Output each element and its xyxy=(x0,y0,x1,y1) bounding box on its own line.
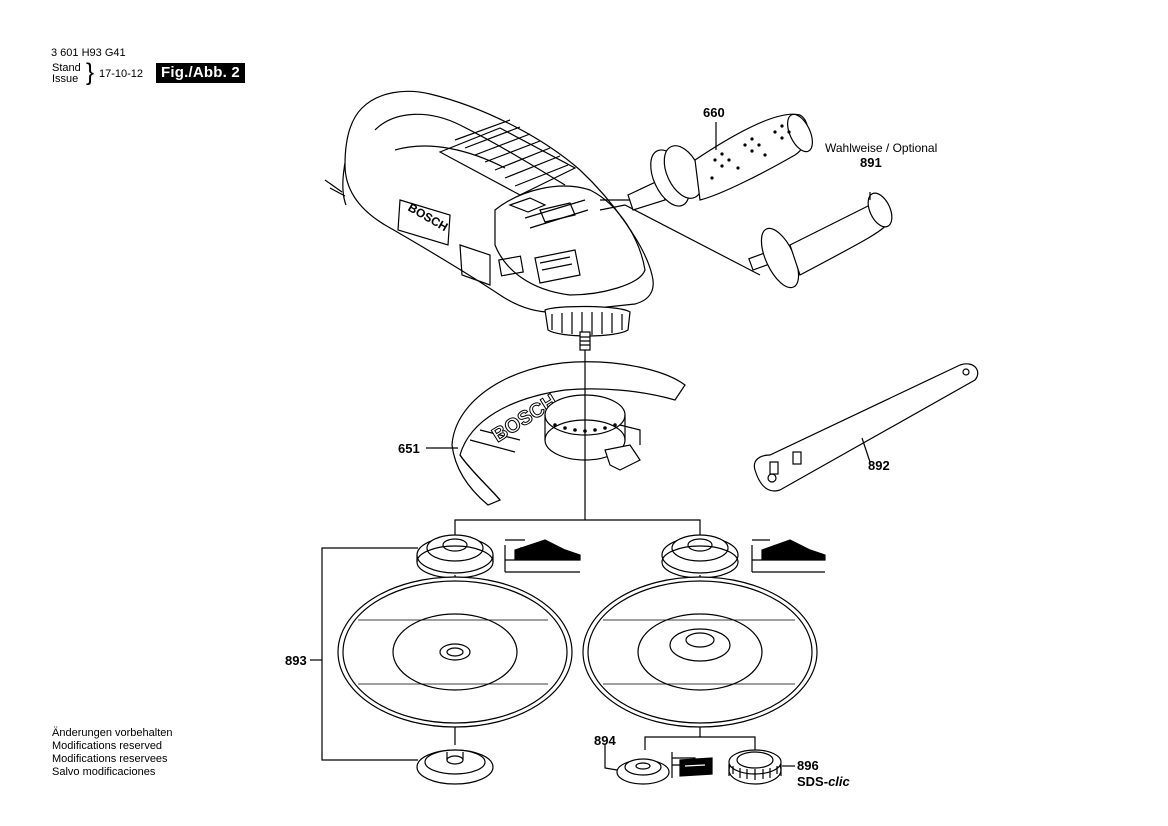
optional-note: Wahlweise / Optional xyxy=(825,141,937,155)
wheel-guard-651: BOSCH xyxy=(451,361,686,506)
leader-line-891 xyxy=(599,204,761,276)
sds-label-prefix: SDS- xyxy=(797,774,828,789)
issue-date: 17-10-12 xyxy=(99,68,144,80)
part-label-651: 651 xyxy=(398,441,420,456)
spanner-892 xyxy=(753,363,979,492)
angle-grinder-body: BOSCH xyxy=(324,90,654,351)
part-label-660: 660 xyxy=(703,105,725,120)
issue-label: Issue xyxy=(52,73,79,85)
part-label-891: 891 xyxy=(860,155,882,170)
modification-note-es: Salvo modificaciones xyxy=(52,766,156,778)
part-label-894: 894 xyxy=(594,733,616,748)
clamping-nut-894 xyxy=(616,758,670,785)
bracket-893 xyxy=(321,547,418,761)
assembly-axis-line xyxy=(454,350,701,535)
flange-profile-left xyxy=(504,539,581,573)
brace-glyph: } xyxy=(86,59,95,86)
part-label-896: 896 xyxy=(797,758,819,773)
quick-clamp-nut-896 xyxy=(728,749,782,785)
part-label-892: 892 xyxy=(868,458,890,473)
nut-profile-894 xyxy=(671,752,713,778)
document-number: 3 601 H93 G41 xyxy=(51,47,126,59)
clamping-nut-left xyxy=(416,749,494,785)
modification-note-fr: Modifications reservees xyxy=(52,753,168,765)
sds-label-suffix: clic xyxy=(828,774,850,789)
part-label-893: 893 xyxy=(285,653,307,668)
figure-label: Fig./Abb. 2 xyxy=(156,63,245,83)
sds-clic-label: SDS-clic xyxy=(797,774,851,789)
disc-right xyxy=(582,576,818,728)
mounting-flange-right xyxy=(661,534,739,579)
modification-note-en: Modifications reserved xyxy=(52,740,163,752)
side-handle-660 xyxy=(627,113,813,211)
stand-label: Stand xyxy=(52,62,81,74)
modification-note-de: Änderungen vorbehalten xyxy=(52,727,173,739)
mounting-flange-left xyxy=(416,534,494,579)
flange-profile-right xyxy=(751,539,826,573)
modifications-notes: Änderungen vorbehalten Modifications res… xyxy=(52,727,172,779)
disc-left xyxy=(337,576,573,728)
side-handle-891 xyxy=(748,192,893,289)
